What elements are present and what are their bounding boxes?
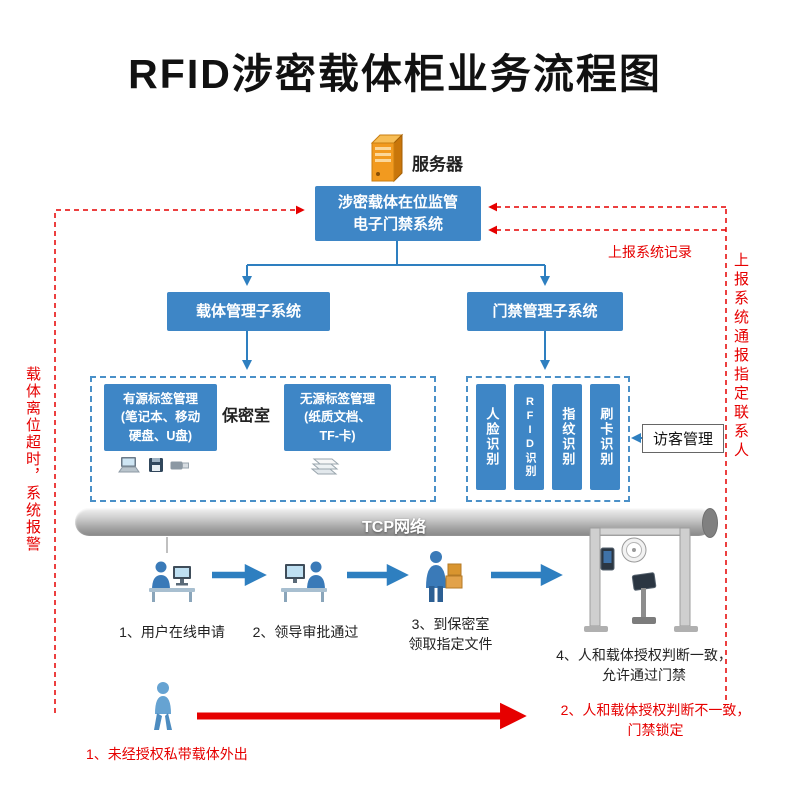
mismatch-label: 2、人和载体授权判断不一致， 门禁锁定 <box>560 702 751 738</box>
access-gate-icon <box>584 527 698 632</box>
paper-documents-icon <box>310 458 340 475</box>
carrier-subsystem-box: 载体管理子系统 <box>167 292 330 331</box>
access-subsystem-box: 门禁管理子系统 <box>467 292 623 331</box>
unauthorized-person-icon <box>154 682 172 730</box>
tcp-pipe-endcap <box>702 508 718 538</box>
step2-label: 2、领导审批通过 <box>252 624 359 640</box>
collect-files-icon <box>426 551 463 602</box>
main-system-box: 涉密载体在位监管 电子门禁系统 <box>315 186 481 241</box>
step4-label: 4、人和载体授权判断一致， 允许通过门禁 <box>556 647 732 683</box>
visitor-management-box: 访客管理 <box>642 424 724 453</box>
step1-label: 1、用户在线申请 <box>119 624 225 640</box>
hard-disk-icon <box>149 458 163 472</box>
access-methods-group <box>466 376 630 502</box>
rfid-recognition-box: RFID识别 <box>514 384 544 490</box>
fingerprint-recognition-box: 指纹识别 <box>552 384 582 490</box>
card-recognition-box: 刷卡识别 <box>590 384 620 490</box>
unauthorized-label: 1、未经授权私带载体外出 <box>86 746 248 762</box>
leader-approval-icon <box>281 561 327 602</box>
laptop-icon <box>118 457 140 473</box>
left-alert-vertical-label: 载体离位超时，系统报警 <box>24 366 41 553</box>
usb-drive-icon <box>170 461 189 470</box>
tcp-network-label: TCP网络 <box>361 519 426 536</box>
server-icon <box>370 133 404 183</box>
page-title: RFID涉密载体柜业务流程图 <box>128 51 662 97</box>
report-record-label: 上报系统记录 <box>608 244 692 260</box>
active-tag-box: 有源标签管理 (笔记本、移动 硬盘、U盘) <box>104 384 217 451</box>
passive-tag-box: 无源标签管理 (纸质文档、 TF-卡) <box>284 384 391 451</box>
secret-room-group <box>90 376 436 502</box>
user-online-apply-icon <box>149 561 195 602</box>
face-recognition-box: 人脸识别 <box>476 384 506 490</box>
secret-room-label: 保密室 <box>222 408 271 425</box>
server-label: 服务器 <box>412 155 463 174</box>
step3-label: 3、到保密室 领取指定文件 <box>408 616 493 652</box>
right-alert-vertical-label: 上报系统通报指定联系人 <box>732 252 749 461</box>
